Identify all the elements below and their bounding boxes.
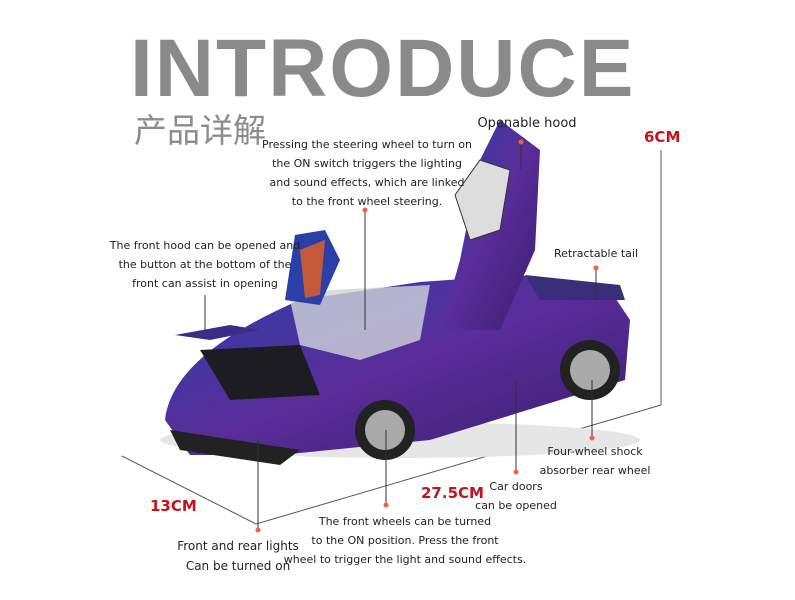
width-dimension: 13CM: [150, 497, 197, 515]
feature-line: Retractable tail: [553, 247, 639, 260]
doors-feature: Car doors can be opened: [475, 477, 557, 515]
feature-line: to the front wheel steering.: [291, 195, 443, 208]
hood-feature: Openable hood: [477, 114, 576, 133]
feature-line: wheel to trigger the light and sound eff…: [283, 553, 527, 566]
lights-feature: Front and rear lights Can be turned on: [177, 536, 299, 576]
feature-line: Four-wheel shock: [547, 445, 643, 458]
feature-line: the ON switch triggers the lighting: [272, 157, 462, 170]
feature-line: front can assist in opening: [132, 277, 278, 290]
steering-feature: Pressing the steering wheel to turn on t…: [262, 135, 472, 211]
length-dimension: 27.5CM: [421, 484, 484, 502]
feature-line: to the ON position. Press the front: [311, 534, 499, 547]
feature-line: absorber rear wheel: [539, 464, 651, 477]
feature-line: the button at the bottom of the: [118, 258, 292, 271]
feature-line: Openable hood: [477, 116, 577, 131]
feature-line: Pressing the steering wheel to turn on: [262, 138, 472, 151]
callout-lines: [204, 142, 597, 530]
page-subtitle: 产品详解: [134, 111, 266, 150]
height-dimension: 6CM: [644, 128, 681, 146]
front-wheels-feature: The front wheels can be turned to the ON…: [284, 512, 526, 569]
shock-feature: Four-wheel shock absorber rear wheel: [540, 442, 651, 480]
feature-line: Car doors: [489, 480, 543, 493]
feature-line: can be opened: [475, 499, 557, 512]
car: [160, 120, 640, 465]
feature-line: Front and rear lights: [177, 539, 299, 553]
front-hood-feature: The front hood can be opened and the but…: [110, 236, 300, 293]
feature-line: and sound effects, which are linked: [269, 176, 465, 189]
feature-line: The front wheels can be turned: [318, 515, 492, 528]
tail-feature: Retractable tail: [554, 244, 638, 263]
page-title: INTRODUCE: [130, 23, 636, 114]
feature-line: The front hood can be opened and: [109, 239, 301, 252]
feature-line: Can be turned on: [185, 559, 291, 573]
callout-dots: [255, 139, 599, 533]
